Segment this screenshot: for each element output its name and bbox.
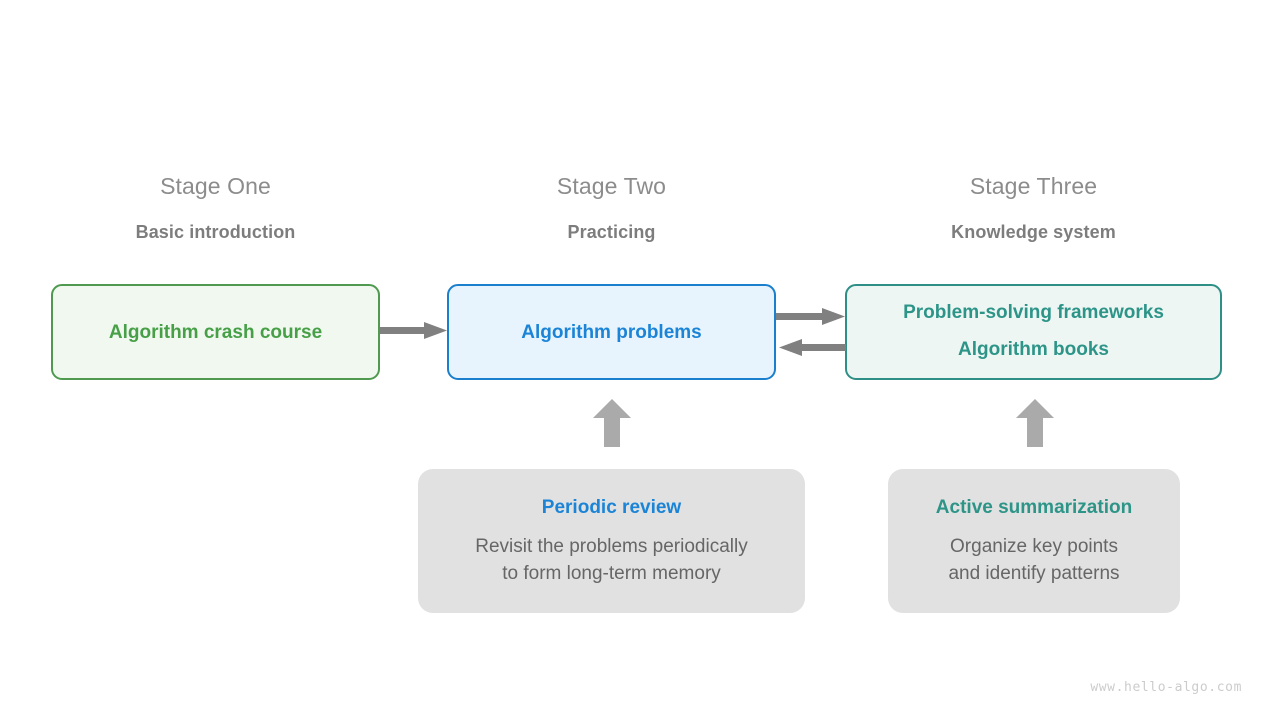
note-active-summarization-line-1: Organize key points — [950, 536, 1118, 557]
stage-one-box[interactable]: Algorithm crash course — [51, 284, 380, 380]
stage-two-subtitle: Practicing — [567, 222, 656, 242]
watermark: www.hello-algo.com — [1090, 680, 1242, 695]
block-arrow-up-active-summarization — [1016, 399, 1054, 447]
stage-three-title: Stage Three — [969, 173, 1098, 199]
note-box-active-summarization[interactable]: Active summarization Organize key points… — [888, 469, 1180, 613]
stage-three-subtitle: Knowledge system — [951, 222, 1116, 242]
stage-three-box-line-1: Problem-solving frameworks — [903, 302, 1164, 323]
arrow-stage-two-to-stage-three — [776, 308, 845, 325]
block-arrow-up-periodic-review — [593, 399, 631, 447]
note-active-summarization-title: Active summarization — [935, 497, 1133, 518]
note-active-summarization-line-2: and identify patterns — [948, 563, 1120, 584]
arrow-stage-one-to-stage-two — [380, 322, 447, 339]
stage-one-subtitle: Basic introduction — [135, 222, 296, 242]
stage-two-box[interactable]: Algorithm problems — [447, 284, 776, 380]
stage-two-box-line-1: Algorithm problems — [521, 321, 702, 343]
stage-one-box-line-1: Algorithm crash course — [108, 321, 323, 343]
stage-three-box[interactable]: Problem-solving frameworks Algorithm boo… — [845, 284, 1222, 380]
note-periodic-review-line-2: to form long-term memory — [502, 563, 721, 584]
note-periodic-review-line-1: Revisit the problems periodically — [475, 536, 748, 557]
stage-three-box-line-2: Algorithm books — [958, 339, 1109, 360]
stage-two-title: Stage Two — [556, 173, 667, 199]
stage-one-title: Stage One — [160, 173, 271, 199]
note-periodic-review-title: Periodic review — [541, 497, 682, 518]
arrow-stage-three-to-stage-two — [779, 339, 846, 356]
note-box-periodic-review[interactable]: Periodic review Revisit the problems per… — [418, 469, 805, 613]
